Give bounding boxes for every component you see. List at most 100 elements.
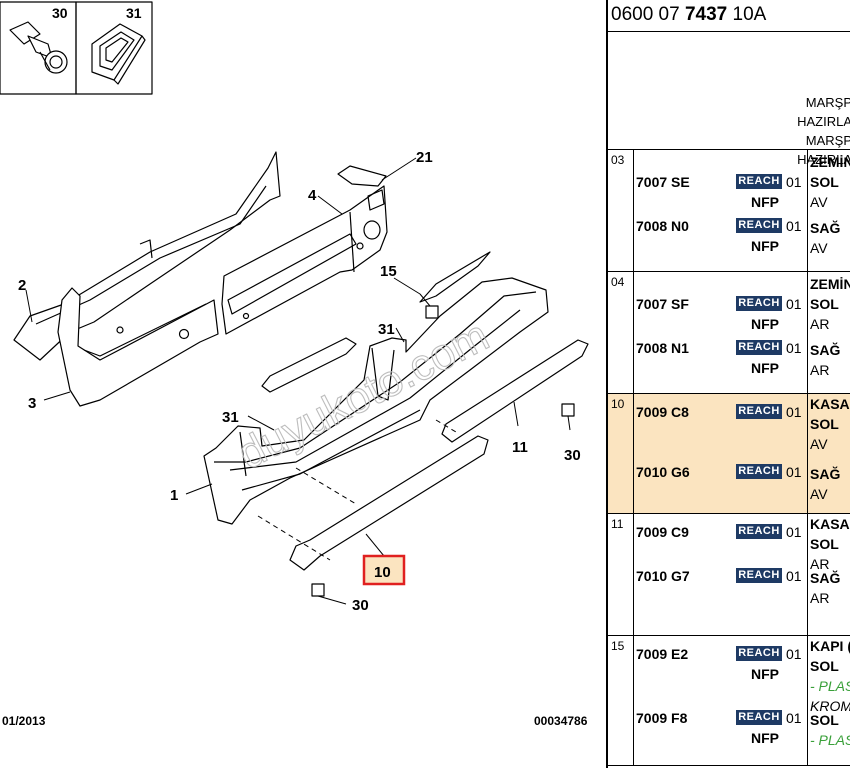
desc-line: SOL <box>810 416 839 432</box>
header-line: MARŞP <box>805 95 850 110</box>
quantity: 01 <box>786 568 802 584</box>
header-line: HAZIRLA <box>797 114 850 129</box>
part-number[interactable]: 7009 F8 <box>636 710 688 726</box>
desc-line: SOL <box>810 296 839 312</box>
part-number[interactable]: 7008 N1 <box>636 340 689 356</box>
desc-line: KAPI ( <box>810 638 850 654</box>
part-description: SOL- PLAS <box>810 710 850 750</box>
callout-30-bottom[interactable]: 30 <box>352 597 369 614</box>
nfp-label: NFP <box>751 194 779 210</box>
callout-31-upper[interactable]: 31 <box>378 321 395 338</box>
thumbnail-31-frame <box>75 1 153 95</box>
callout-1[interactable]: 1 <box>170 487 178 504</box>
reference-number: 0600 07 7437 10A <box>608 0 850 32</box>
column-header: MARŞP HAZIRLA MARŞP HAZIRLA <box>608 32 850 167</box>
thumbnail-30-label: 30 <box>52 5 68 21</box>
callout-11[interactable]: 11 <box>512 439 528 456</box>
part-number[interactable]: 7009 C9 <box>636 524 689 540</box>
part-1-sill <box>203 277 549 525</box>
part-4-panel <box>221 185 388 335</box>
desc-line: SAĞ <box>810 220 841 236</box>
part-15-trim <box>261 251 491 393</box>
callout-15[interactable]: 15 <box>380 263 397 280</box>
parts-list-panel: 0600 07 7437 10A MARŞP HAZIRLA MARŞP HAZ… <box>606 0 850 768</box>
part-11-cover <box>441 339 589 443</box>
nfp-label: NFP <box>751 238 779 254</box>
callout-21[interactable]: 21 <box>416 149 433 166</box>
part-number[interactable]: 7007 SE <box>636 174 690 190</box>
part-number[interactable]: 7009 E2 <box>636 646 689 662</box>
reach-badge: REACH <box>736 524 782 539</box>
callout-10[interactable]: 10 <box>374 564 391 581</box>
part-number[interactable]: 7010 G7 <box>636 568 690 584</box>
quantity: 01 <box>786 404 802 420</box>
callout-10-highlight <box>362 554 406 586</box>
nfp-label: NFP <box>751 316 779 332</box>
desc-line: AV <box>810 240 828 256</box>
quantity: 01 <box>786 174 802 190</box>
part-row[interactable]: 7009 C9 REACH 01 KASA SOL AR <box>608 514 850 572</box>
desc-line: SOL <box>810 536 839 552</box>
callout-31-lower[interactable]: 31 <box>222 409 239 426</box>
desc-line: ZEMİN <box>810 276 850 292</box>
part-description: KASA SOL AR <box>810 514 850 574</box>
callout-3[interactable]: 3 <box>28 395 36 412</box>
callout-4[interactable]: 4 <box>308 187 317 204</box>
callout-30-right[interactable]: 30 <box>564 447 581 464</box>
desc-line: KASA <box>810 516 850 532</box>
desc-line: AV <box>810 486 828 502</box>
part-number[interactable]: 7009 C8 <box>636 404 689 420</box>
ref-prefix: 0600 07 <box>611 4 685 25</box>
group-number: 11 <box>611 517 624 531</box>
reach-badge: REACH <box>736 646 782 661</box>
grommet-icon <box>91 23 146 85</box>
ref-bold: 7437 <box>684 4 728 25</box>
desc-line: AR <box>810 556 830 572</box>
part-number[interactable]: 7010 G6 <box>636 464 690 480</box>
group-number: 03 <box>611 153 625 167</box>
clip-marker <box>561 403 575 417</box>
part-number[interactable]: 7007 SF <box>636 296 689 312</box>
group-number: 15 <box>611 639 625 653</box>
desc-line: SOL <box>810 658 839 674</box>
group-number: 10 <box>611 397 625 411</box>
part-description: SAĞ AV <box>810 218 840 258</box>
desc-line: SAĞ <box>810 342 841 358</box>
diagram-drawing: 30 31 21 4 2 15 31 3 31 11 30 1 10 30 du… <box>0 1 589 614</box>
reach-badge: REACH <box>736 218 782 233</box>
desc-line: AR <box>810 316 830 332</box>
nfp-label: NFP <box>751 666 779 682</box>
part-number[interactable]: 7008 N0 <box>636 218 689 234</box>
push-clip-icon <box>9 21 68 74</box>
quantity: 01 <box>786 340 802 356</box>
quantity: 01 <box>786 646 802 662</box>
quantity: 01 <box>786 296 802 312</box>
nfp-label: NFP <box>751 360 779 376</box>
reach-badge: REACH <box>736 568 782 583</box>
header-line: HAZIRLA <box>797 152 850 167</box>
quantity: 01 <box>786 524 802 540</box>
parts-diagram: 30 31 21 4 2 15 31 3 31 11 30 1 10 30 du… <box>0 1 589 728</box>
part-description: ZEMİN SOL AR <box>810 274 850 334</box>
group-number: 04 <box>611 275 625 289</box>
callout-2[interactable]: 2 <box>18 277 26 294</box>
reach-badge: REACH <box>736 340 782 355</box>
